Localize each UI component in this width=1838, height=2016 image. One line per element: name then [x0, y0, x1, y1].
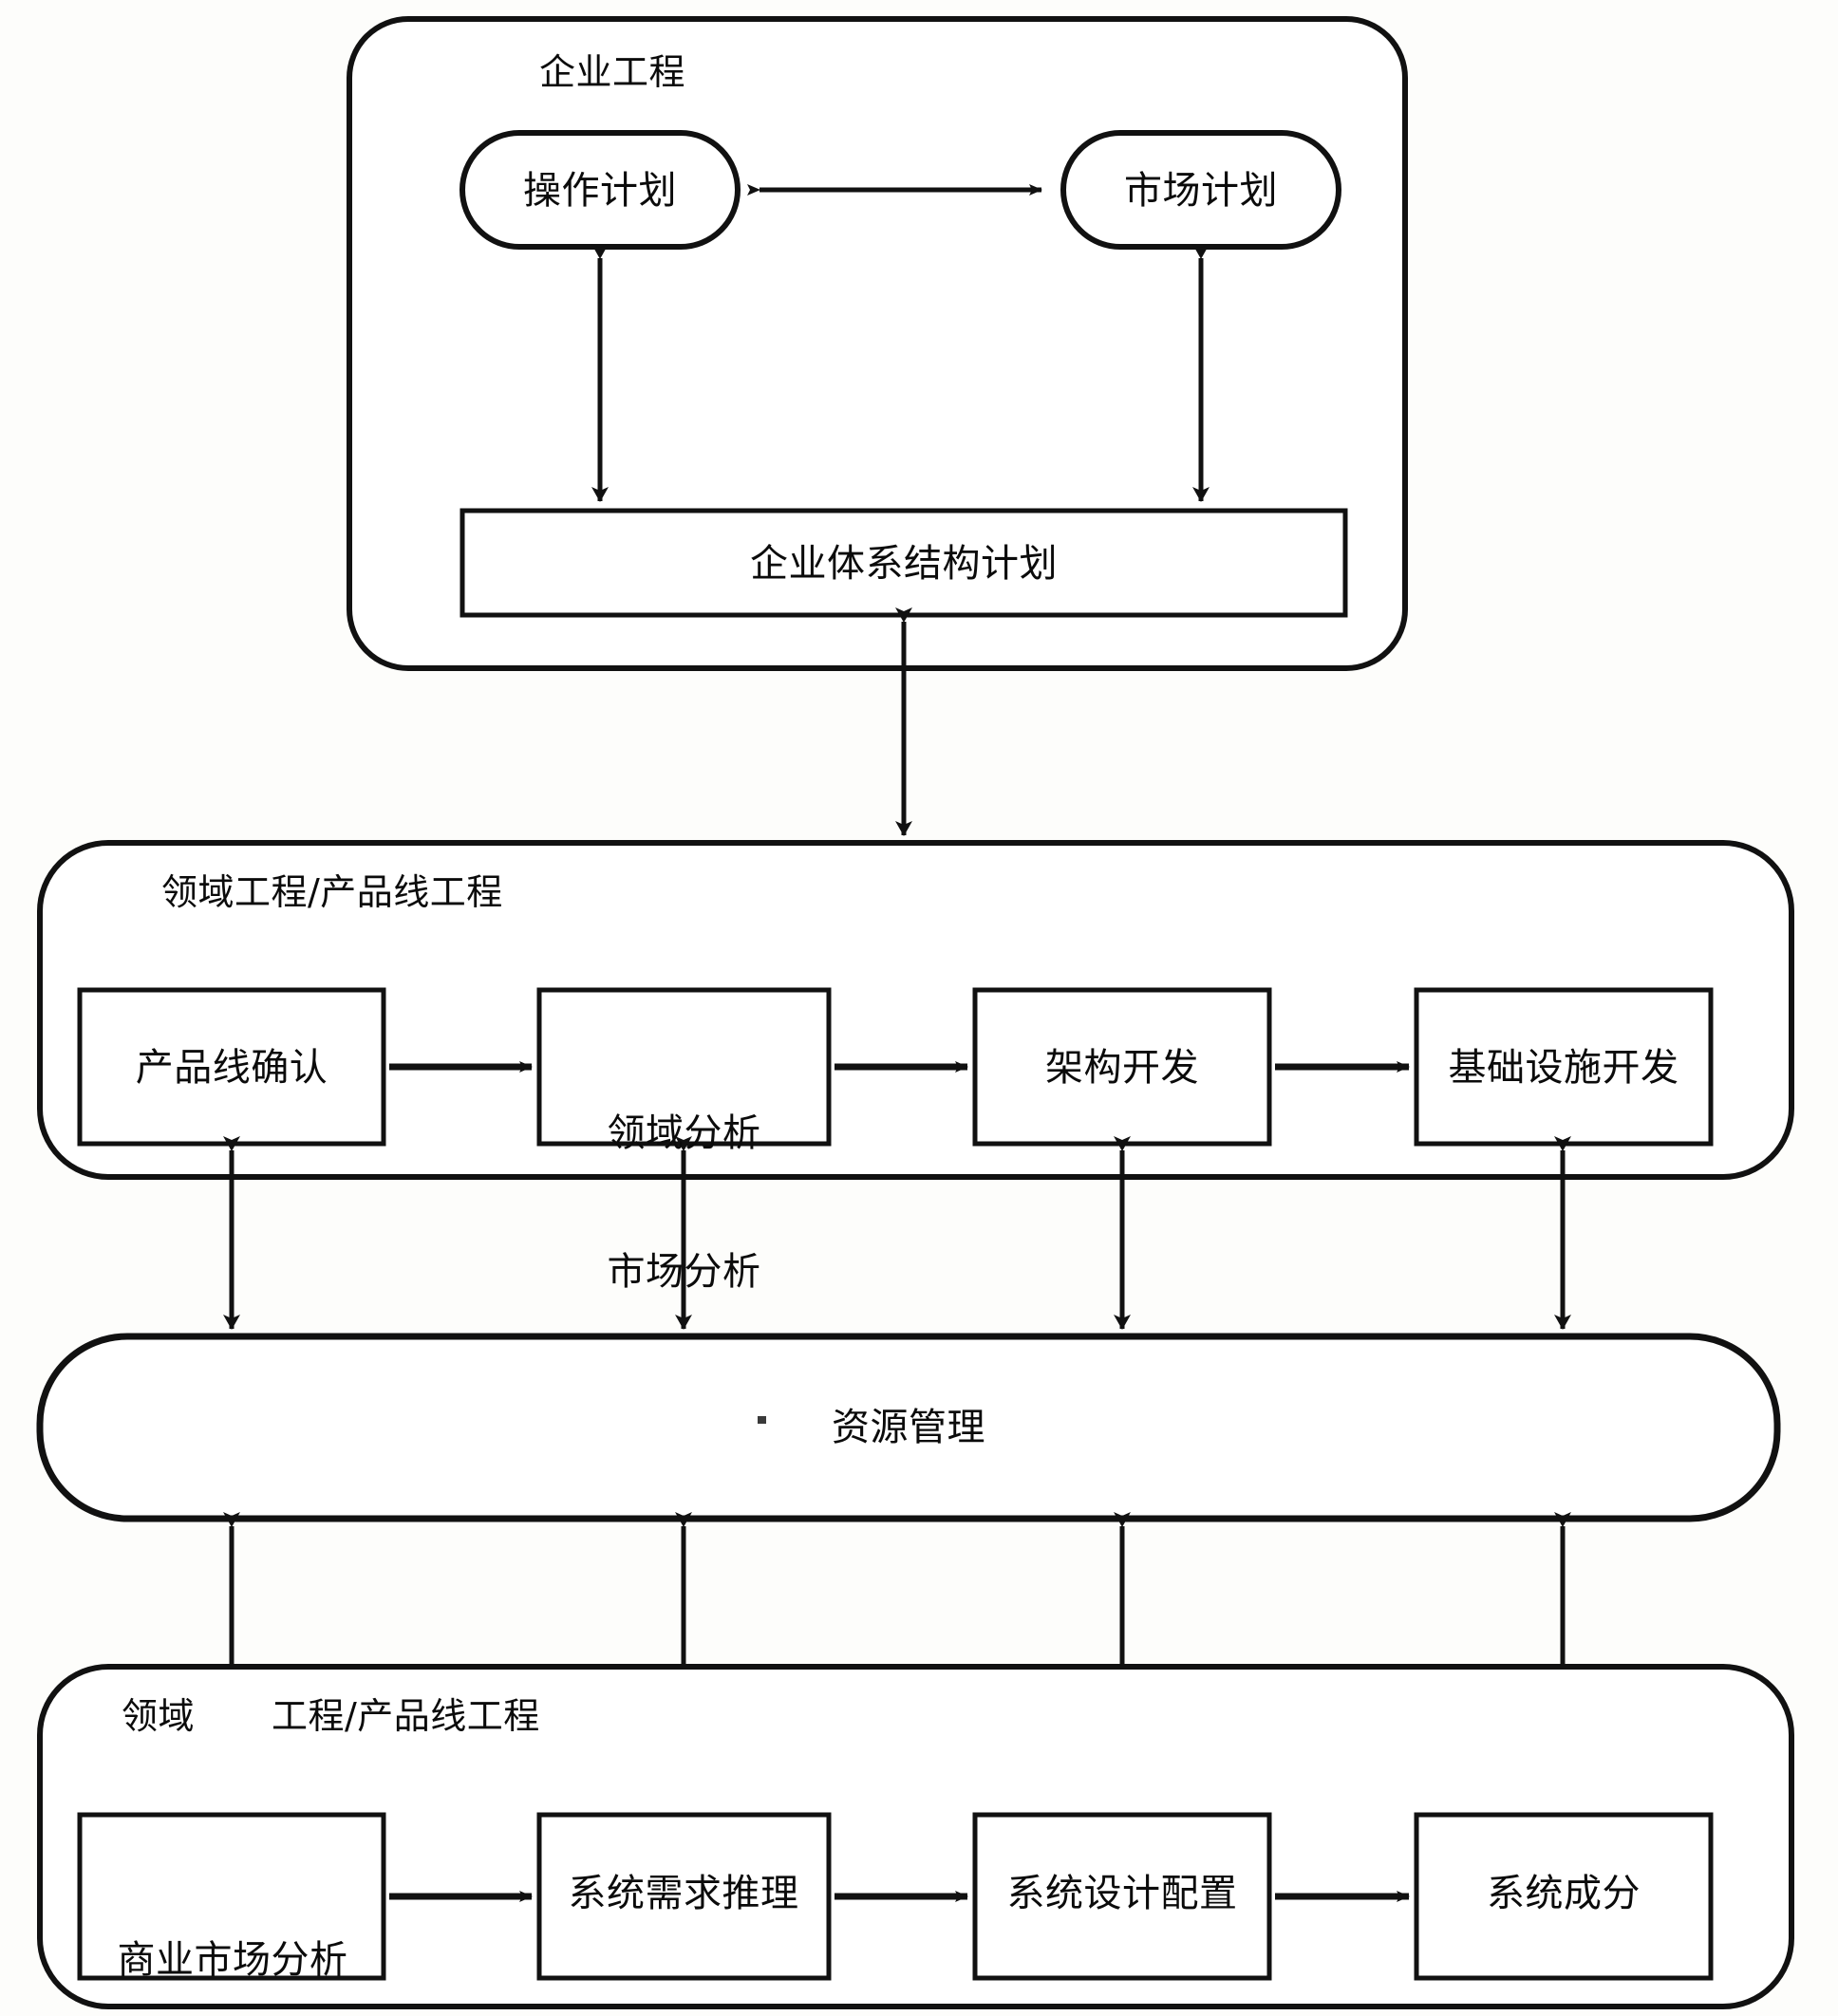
resource-management-band — [36, 1333, 1781, 1522]
box-system-requirements-reasoning-label: 系统需求推理 — [568, 1872, 799, 1915]
box-system-requirements-reasoning[interactable] — [536, 1812, 832, 1981]
box-architecture-development-label: 架构开发 — [1045, 1046, 1199, 1090]
domain-engineering-upper-title: 领域工程/产品线工程 — [161, 871, 503, 913]
domain-engineering-lower-title-part1: 领域 — [122, 1695, 196, 1737]
enterprise-engineering-panel-title: 企业工程 — [539, 51, 686, 93]
box-system-components[interactable] — [1414, 1812, 1714, 1981]
enterprise-architecture-plan-box[interactable] — [460, 508, 1348, 618]
box-business-market-analysis-plan-line1: 商业市场分析 — [117, 1937, 348, 1982]
box-system-design-configuration[interactable] — [972, 1812, 1272, 1981]
box-infrastructure-development-label: 基础设施开发 — [1448, 1046, 1679, 1090]
domain-engineering-lower-panel — [37, 1664, 1794, 2009]
box-system-design-configuration-label: 系统设计配置 — [1006, 1872, 1238, 1915]
box-domain-market-analysis-line2: 市场分析 — [607, 1249, 761, 1294]
enterprise-architecture-plan-label: 企业体系结构计划 — [750, 542, 1058, 586]
box-product-line-confirm-label: 产品线确认 — [135, 1046, 328, 1090]
box-domain-market-analysis-label: 领域分析 市场分析 — [539, 1017, 829, 1388]
operational-plan-label: 操作计划 — [523, 169, 677, 213]
resource-management-label: 资源管理 — [832, 1406, 985, 1449]
domain-engineering-lower-title-part2: 工程/产品线工程 — [272, 1695, 540, 1737]
box-infrastructure-development[interactable] — [1414, 987, 1714, 1147]
scan-speck-artifact — [758, 1416, 766, 1424]
market-plan-label: 市场计划 — [1124, 169, 1278, 213]
box-business-market-analysis-plan[interactable] — [77, 1812, 386, 1981]
box-architecture-development[interactable] — [972, 987, 1272, 1147]
box-system-components-label: 系统成分 — [1487, 1872, 1641, 1915]
box-business-market-analysis-plan-label: 商业市场分析 与计划 — [76, 1844, 389, 2016]
box-domain-market-analysis-line1: 领域分析 — [607, 1111, 761, 1155]
domain-engineering-upper-panel — [37, 840, 1794, 1180]
